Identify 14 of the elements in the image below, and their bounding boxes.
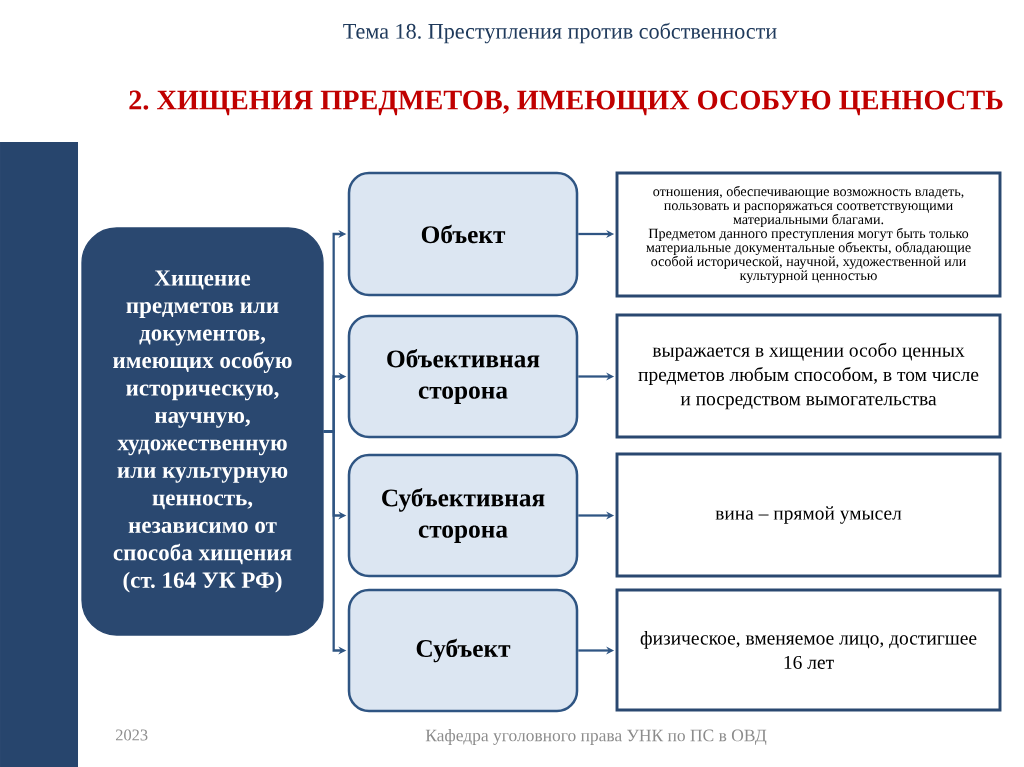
text-box: отношения, обеспечивающие возможность владеть, пользовать и распоряжаться соответствующими материальными благами. Предметом данного преступления могут быть только материальные документальные объекты, обладающие особой исторической, научной, художественной или культурной ценностью: [615, 171, 1002, 298]
rounded-box: Объект: [347, 171, 579, 297]
heading: 2. ХИЩЕНИЯ ПРЕДМЕТОВ, ИМЕЮЩИХ ОСОБУЮ ЦЕННОСТЬ: [129, 90, 1003, 116]
footer-text: Кафедра уголовного права УНК по ПС в ОВД: [425, 729, 767, 745]
text-box: выражается в хищении особо ценных предметов любым способом, в том числе и посредством вымогательства: [615, 313, 1002, 439]
text-box: физическое, вменяемое лицо, достигшее 16 лет: [615, 588, 1002, 712]
rounded-box: Субъект: [347, 588, 579, 713]
rounded-box: Субъективная сторона: [347, 453, 579, 578]
subtitle: Тема 18. Преступления против собственности: [343, 22, 777, 44]
footer-text: 2023: [116, 729, 148, 741]
text-box: вина – прямой умысел: [615, 452, 1002, 578]
rounded-box: Хищение предметов или документов, имеющих особую историческую, научную, художественную или культурную ценность, независимо от способа хищения (ст. 164 УК РФ): [81, 227, 324, 636]
rounded-box: Объективная сторона: [347, 314, 579, 439]
side-band: [0, 142, 78, 767]
